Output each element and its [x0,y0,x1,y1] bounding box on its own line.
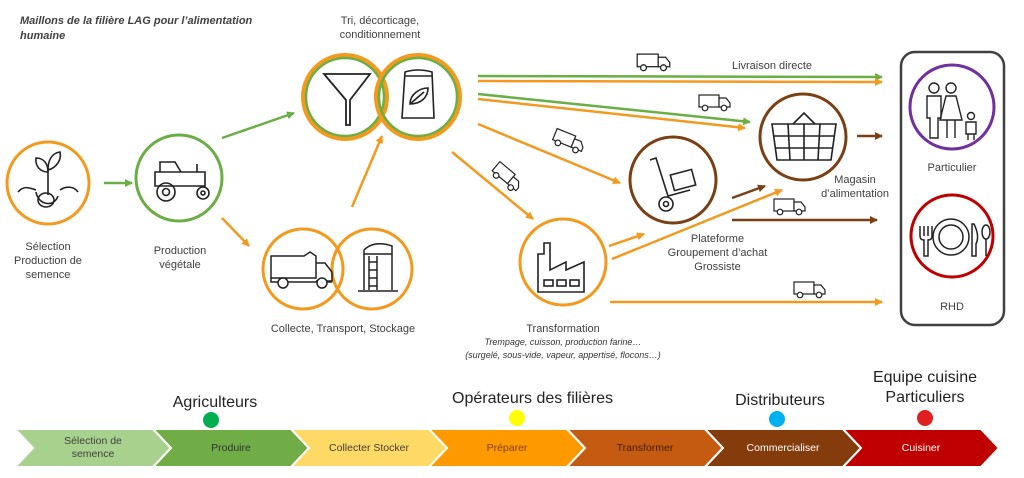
actor-dot-cuisine [917,410,933,426]
plate-cutlery-icon [919,218,991,257]
diagram-title: Maillons de la filière LAG pour l’alimen… [20,15,253,42]
arrow-plateforme-magasin [731,184,766,200]
arrow-livraison-orange [477,77,883,86]
value-chain-steps [12,428,1001,468]
flow-arrows [104,72,883,306]
seedling-icon [17,151,79,208]
actor-line: Particuliers [885,389,965,406]
label-line: conditionnement [339,29,421,41]
label-line: semence [25,269,71,281]
node-plateforme [628,135,718,225]
dump-truck-icon [270,251,333,289]
step-label: Préparer [447,442,567,455]
label-production: Production végétale [135,244,225,272]
label-line: végétale [159,259,201,271]
label-rhd: RHD [940,301,964,313]
step-label-line: Transformer [616,441,674,454]
actor-operateurs: Opérateurs des filières [452,390,613,407]
step-label: Transformer [585,442,705,455]
actor-dot-operateurs [509,410,525,426]
label-livraison-directe: Livraison directe [731,60,813,72]
arrow-transformation-magasin [611,188,783,261]
step-label-line: Commercialiser [746,441,820,454]
label-selection: Sélection Production de semence [8,240,88,282]
label-line: Grossiste [694,261,741,273]
step-label-line: semence [71,448,115,460]
actor-line: Equipe cuisine [872,369,978,386]
family-icon [926,82,977,140]
label-line: Plateforme [690,233,745,245]
arrow-tri-magasin-green [477,92,751,126]
actor-dot-distributeurs [769,411,785,427]
label-line: Tri, décorticage, [340,15,420,27]
van-icon [636,53,671,72]
consumer-box [899,50,1006,327]
arrow-production-collecte [221,217,250,247]
label-magasin: Magasin d’alimentation [810,173,900,201]
label-line: Production [153,245,207,257]
van-icon [793,281,826,299]
label-tri: Tri, décorticage, conditionnement [320,14,440,42]
basket-icon [771,111,837,161]
step-label: Commercialiser [723,442,843,455]
sub-line: (surgelé, sous-vide, vapeur, appertisé, … [465,350,661,360]
label-transformation: Transformation [526,323,600,335]
arrow-tri-magasin-orange [477,97,746,132]
arrow-production-tri [221,111,295,140]
label-line: Sélection [25,241,71,253]
node-production [134,133,224,223]
label-particulier: Particulier [927,162,977,174]
arrow-tri-transformation [451,151,534,220]
label-line: Magasin [834,174,876,186]
arrow-collecte-tri [350,135,384,208]
step-label-line: Produire [211,441,251,454]
actor-dot-agriculteurs [203,412,219,428]
silo-icon [358,243,398,292]
node-selection [5,140,91,226]
label-plateforme: Plateforme Groupement d’achat Grossiste [655,232,780,274]
arrow-transformation-plateforme [608,232,645,248]
van-icon [698,94,731,112]
label-collecte: Collecte, Transport, Stockage [270,323,416,335]
step-label: Cuisiner [861,442,981,455]
node-collecte [261,227,414,311]
step-label: Collecter Stocker [309,442,429,455]
step-label-line: Préparer [486,441,528,454]
factory-icon [537,242,585,293]
hand-truck-icon [649,156,697,212]
sub-line: Trempage, cuisson, production farine… [484,337,642,347]
label-line: d’alimentation [821,188,889,200]
transformation-examples: Trempage, cuisson, production farine… (s… [440,336,686,362]
node-tri [301,53,462,141]
funnel-icon [322,73,372,126]
step-chevron [840,428,1001,468]
node-particulier [908,63,996,151]
arrow-tri-plateforme [477,122,621,185]
van-icon [550,127,587,156]
van-icon [773,198,806,216]
step-label-line: Sélection de [64,435,122,447]
label-line: Groupement d’achat [667,247,768,259]
tractor-icon [154,161,210,202]
step-label-line: Collecter Stocker [329,441,409,454]
label-line: Production de [14,255,82,267]
node-transformation [518,217,608,307]
arrow-livraison-green [477,72,883,81]
step-label: Produire [171,442,291,455]
actor-cuisine: Equipe cuisine Particuliers [850,368,1000,408]
node-rhd [909,193,995,279]
seed-bag-icon [401,69,435,119]
node-magasin [758,92,848,182]
actor-agriculteurs: Agriculteurs [172,394,258,411]
actor-distributeurs: Distributeurs [735,392,825,409]
step-label-line: Cuisiner [901,441,941,454]
